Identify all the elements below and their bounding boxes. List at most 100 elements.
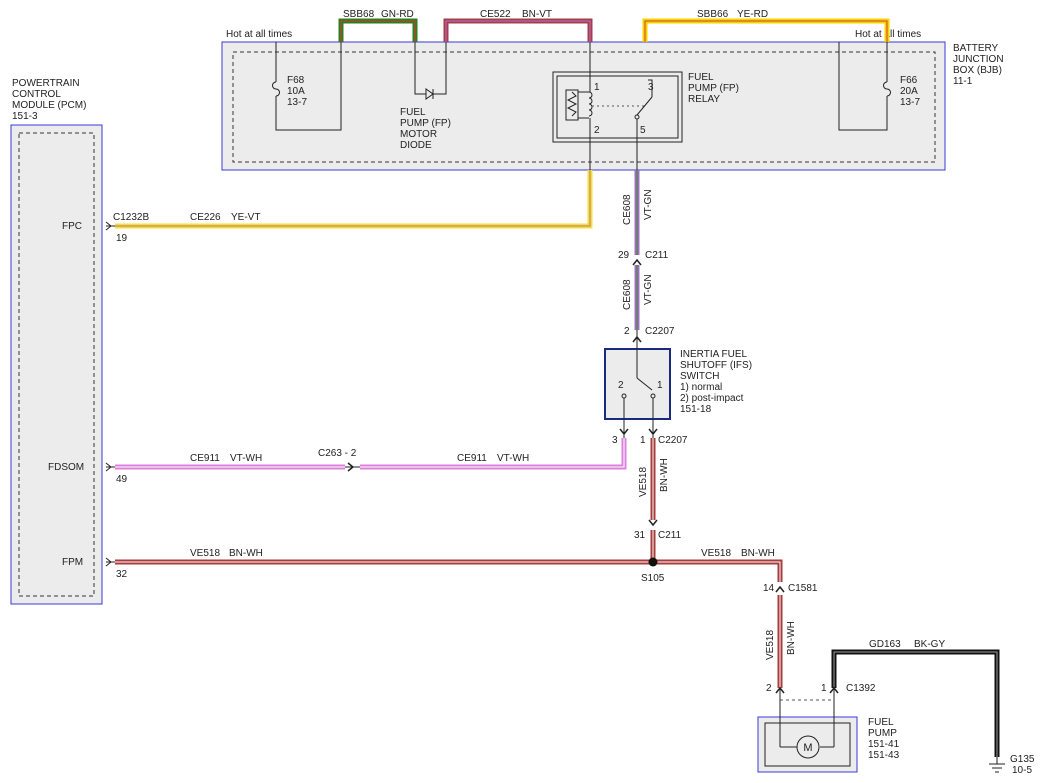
wire-label-ve518-feed: VE518 BN-WH	[701, 548, 775, 559]
relay-pin-3: 3	[648, 82, 654, 93]
wire-label-ve518-switch: VE518 BN-WH	[638, 458, 670, 497]
wire-label-ve518-pcm: VE518 BN-WH	[190, 548, 263, 559]
f66-line-1: F66	[900, 75, 918, 86]
ve518-pcm-circuit: VE518	[190, 548, 220, 559]
ce608-lower-color: VT-GN	[643, 274, 654, 305]
fuse-f68: Hot at all times F68 10A 13-7	[226, 29, 342, 131]
wire-label-ce522: CE522 BN-VT	[480, 9, 552, 20]
relay-pin-5: 5	[640, 125, 646, 136]
bjb-label-line-4: 11-1	[953, 76, 973, 87]
ce911-left-circuit: CE911	[190, 453, 220, 464]
connector-c1392: 2 1 C1392	[766, 683, 876, 701]
pcm-label-line-4: 151-3	[12, 111, 38, 122]
diode-label-line-1: FUEL	[400, 107, 426, 118]
fuel-pump-label-line-4: 151-43	[868, 750, 900, 761]
pcm-label-line-1: POWERTRAIN	[12, 78, 80, 89]
g135-label-line-2: 10-5	[1012, 765, 1032, 776]
relay-switch-feed	[648, 79, 653, 92]
ce522-color: BN-VT	[522, 9, 552, 20]
diode-label-line-3: MOTOR	[400, 129, 437, 140]
ce522-circuit: CE522	[480, 9, 511, 20]
ve518-pump-color: BN-WH	[786, 621, 797, 655]
fpm-pin: 32	[116, 569, 128, 580]
c2207-upper-pin: 2	[624, 326, 630, 337]
c263-name: C263 - 2	[318, 448, 357, 459]
connector-c2207-lower: 3 1 C2207	[612, 419, 688, 446]
ifs-label: INERTIA FUEL SHUTOFF (IFS) SWITCH 1) nor…	[680, 349, 752, 415]
fp-motor-diode: FUEL PUMP (FP) MOTOR DIODE	[400, 42, 451, 151]
fpc-pin: 19	[116, 233, 128, 244]
c1392-name: C1392	[846, 683, 876, 694]
wire-sbb66	[642, 18, 890, 42]
fuel-pump-label: FUEL PUMP 151-41 151-43	[868, 717, 900, 761]
g135-label-line-1: G135	[1010, 754, 1035, 765]
wire-sbb68	[338, 18, 418, 42]
pcm-pin-fdsom: FDSOM 49	[48, 462, 128, 485]
c2207-lower-pin-left: 3	[612, 435, 618, 446]
diode-label-line-4: DIODE	[400, 140, 432, 151]
f68-hot-label: Hot at all times	[226, 29, 292, 40]
ce608-upper-color: VT-GN	[643, 189, 654, 220]
sbb66-color: YE-RD	[737, 9, 768, 20]
fuel-pump-label-line-3: 151-41	[868, 739, 900, 750]
fuel-pump: M	[757, 700, 858, 773]
ce226-circuit: CE226	[190, 212, 221, 223]
f68-line-1: F68	[287, 75, 305, 86]
ifs-label-line-5: 2) post-impact	[680, 393, 744, 404]
connector-c211-upper: 29 C211	[618, 250, 669, 266]
bjb-label: BATTERY JUNCTION BOX (BJB) 11-1	[953, 43, 1004, 87]
gd163-color: BK-GY	[914, 639, 945, 650]
c2207-upper-name: C2207	[645, 326, 675, 337]
c1392-pin-right: 1	[821, 683, 827, 694]
pcm-label-line-2: CONTROL	[12, 89, 61, 100]
relay-pin-2: 2	[594, 125, 600, 136]
ifs-pin-2: 2	[618, 380, 624, 391]
wire-label-ce608-lower: CE608 VT-GN	[622, 274, 654, 310]
ce226-color: YE-VT	[231, 212, 260, 223]
f68-line-3: 13-7	[287, 97, 307, 108]
pcm-module	[10, 124, 103, 605]
fuel-pump-label-line-1: FUEL	[868, 717, 894, 728]
splice-s105: S105	[641, 557, 665, 584]
sbb68-circuit: SBB68	[343, 9, 375, 20]
wire-label-ce911-left: CE911 VT-WH	[190, 453, 262, 464]
connector-c211-lower: 31 C211	[634, 519, 682, 541]
ce911-left-color: VT-WH	[230, 453, 262, 464]
wire-label-gd163: GD163 BK-GY	[869, 639, 945, 650]
relay-pin-1: 1	[594, 82, 600, 93]
wire-label-sbb66: SBB66 YE-RD	[697, 9, 768, 20]
ifs-label-line-3: SWITCH	[680, 371, 719, 382]
c2207-lower-pin-right: 1	[640, 435, 646, 446]
pump-motor-symbol: M	[803, 742, 812, 754]
connector-c263: C263 - 2	[318, 448, 360, 472]
c211-upper-name: C211	[645, 250, 669, 261]
f66-line-2: 20A	[900, 86, 918, 97]
fpc-name: FPC	[62, 221, 82, 232]
f68-line-2: 10A	[287, 86, 305, 97]
ve518-feed-color: BN-WH	[741, 548, 775, 559]
fp-relay-label-line-1: FUEL	[688, 72, 714, 83]
c211-upper-pin: 29	[618, 250, 630, 261]
ce911-right-circuit: CE911	[457, 453, 487, 464]
ce608-lower-circuit: CE608	[622, 279, 633, 310]
fp-relay-label: FUEL PUMP (FP) RELAY	[688, 72, 739, 105]
pcm-label-line-3: MODULE (PCM)	[12, 100, 86, 111]
c2207-lower-name: C2207	[658, 435, 688, 446]
bjb-label-line-1: BATTERY	[953, 43, 999, 54]
ve518-switch-color: BN-WH	[659, 458, 670, 492]
ifs-label-line-4: 1) normal	[680, 382, 722, 393]
wire-label-ce911-right: CE911 VT-WH	[457, 453, 529, 464]
ifs-label-line-1: INERTIA FUEL	[680, 349, 747, 360]
ve518-pcm-color: BN-WH	[229, 548, 263, 559]
c211-lower-name: C211	[658, 530, 682, 541]
fpc-connector: C1232B	[113, 212, 149, 223]
ve518-pump-circuit: VE518	[765, 630, 776, 660]
wire-ce226	[115, 170, 593, 229]
pcm-label: POWERTRAIN CONTROL MODULE (PCM) 151-3	[12, 78, 86, 122]
sbb66-circuit: SBB66	[697, 9, 729, 20]
fp-relay-label-line-3: RELAY	[688, 94, 720, 105]
ifs-switch: 2 1	[604, 348, 671, 420]
bjb-label-line-2: JUNCTION	[953, 54, 1004, 65]
fpm-name: FPM	[62, 557, 83, 568]
